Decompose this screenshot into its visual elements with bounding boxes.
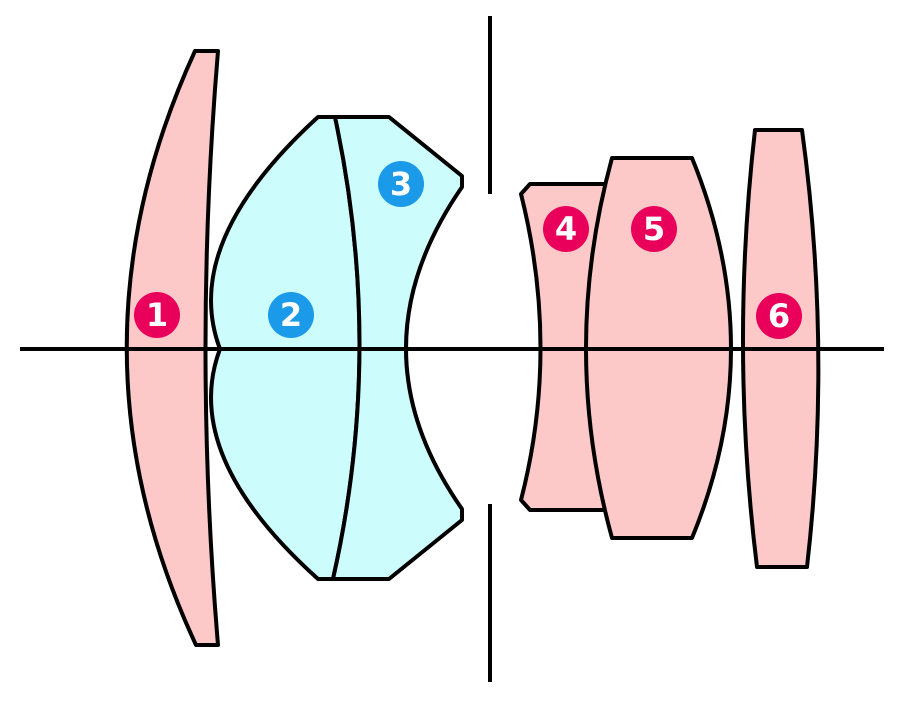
element-label-4-text: 4 bbox=[555, 210, 577, 248]
element-label-6: 6 bbox=[756, 293, 802, 339]
element-label-1: 1 bbox=[134, 292, 180, 338]
element-label-2: 2 bbox=[268, 292, 314, 338]
element-label-5-text: 5 bbox=[643, 210, 665, 248]
element-label-6-text: 6 bbox=[768, 297, 790, 335]
element-label-5: 5 bbox=[631, 206, 677, 252]
element-label-3-text: 3 bbox=[390, 165, 412, 203]
element-label-2-text: 2 bbox=[280, 296, 302, 334]
element-label-4: 4 bbox=[543, 206, 589, 252]
element-label-1-text: 1 bbox=[146, 296, 168, 334]
element-label-3: 3 bbox=[378, 161, 424, 207]
